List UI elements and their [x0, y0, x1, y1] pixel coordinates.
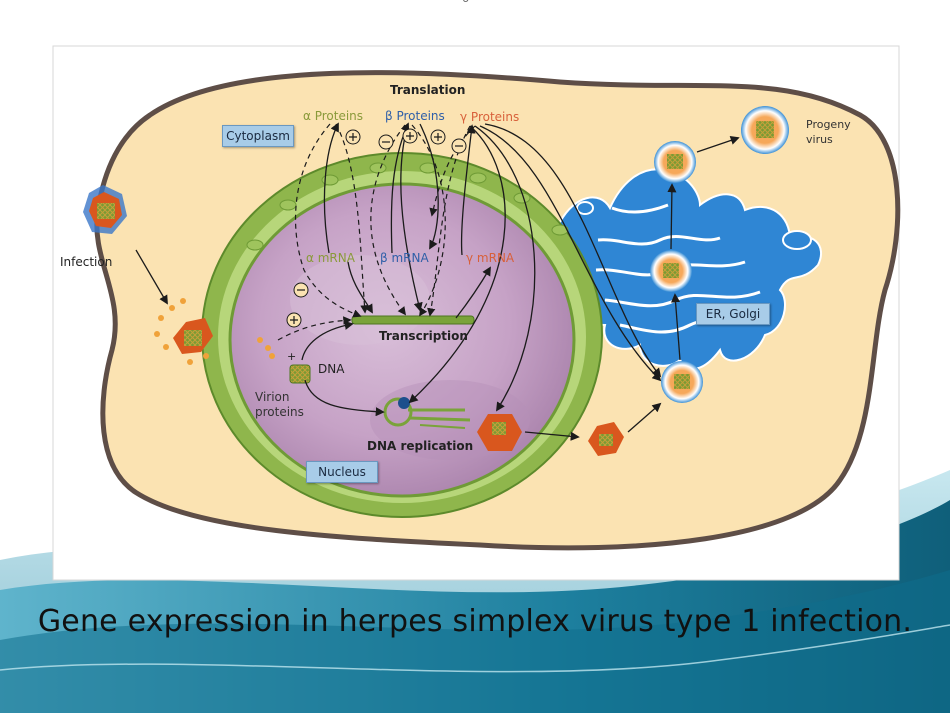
progeny-virus-label-line2: virus: [806, 133, 833, 146]
dashed-arrows: [277, 123, 476, 341]
virion-proteins-label-line1: Virion: [255, 390, 290, 404]
progeny-virus-label-line1: Progeny: [806, 118, 851, 131]
solid-arrows: [135, 122, 740, 441]
vesicle-1: [661, 361, 703, 403]
vesicle-3: [654, 141, 696, 183]
beta-proteins-label: β Proteins: [385, 109, 445, 123]
dna-capsid: [289, 364, 311, 384]
transcription-label: Transcription: [379, 329, 468, 343]
virion-protein-dots: [154, 298, 275, 365]
er-golgi-box: ER, Golgi: [696, 303, 770, 325]
dna-plus-sign: +: [287, 350, 296, 363]
transcription-bar: [351, 315, 475, 325]
gamma-proteins-label: γ Proteins: [460, 110, 519, 124]
virus-infection: [83, 185, 127, 234]
virus-exiting-nucleus: [588, 422, 624, 456]
beta-mrna-label: β mRNA: [380, 251, 429, 265]
translation-label: Translation: [390, 83, 465, 97]
regulation-sign-glyphs: [290, 132, 463, 324]
gamma-mrna-label: γ mRNA: [466, 251, 515, 265]
slide-number: 6: [462, 0, 469, 5]
vesicle-progeny: [741, 106, 789, 154]
vesicle-2: [650, 250, 692, 292]
nucleus-box: Nucleus: [306, 461, 378, 483]
alpha-mrna-label: α mRNA: [306, 251, 356, 265]
dna-label: DNA: [318, 362, 345, 376]
cytoplasm-box: Cytoplasm: [222, 125, 294, 147]
alpha-proteins-label: α Proteins: [303, 109, 363, 123]
virus-entering: [173, 318, 213, 354]
dna-replication-fork: [383, 397, 471, 429]
dna-replication-label: DNA replication: [367, 439, 473, 453]
infection-label: Infection: [60, 255, 112, 269]
background-waves: [0, 470, 950, 713]
virus-in-nucleus: [477, 414, 522, 451]
slide-caption: Gene expression in herpes simplex virus …: [37, 604, 913, 639]
virion-proteins-label-line2: proteins: [255, 405, 304, 419]
